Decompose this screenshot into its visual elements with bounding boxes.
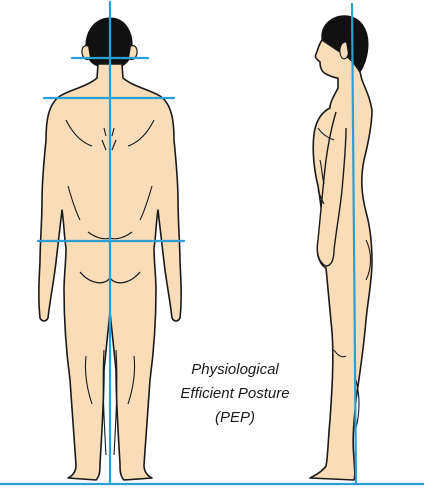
side-view-figure — [310, 16, 372, 480]
diagram-caption: Physiological Efficient Posture (PEP) — [160, 358, 310, 430]
caption-line-2: Efficient Posture — [160, 382, 310, 406]
caption-line-3: (PEP) — [160, 406, 310, 430]
caption-line-1: Physiological — [160, 358, 310, 382]
